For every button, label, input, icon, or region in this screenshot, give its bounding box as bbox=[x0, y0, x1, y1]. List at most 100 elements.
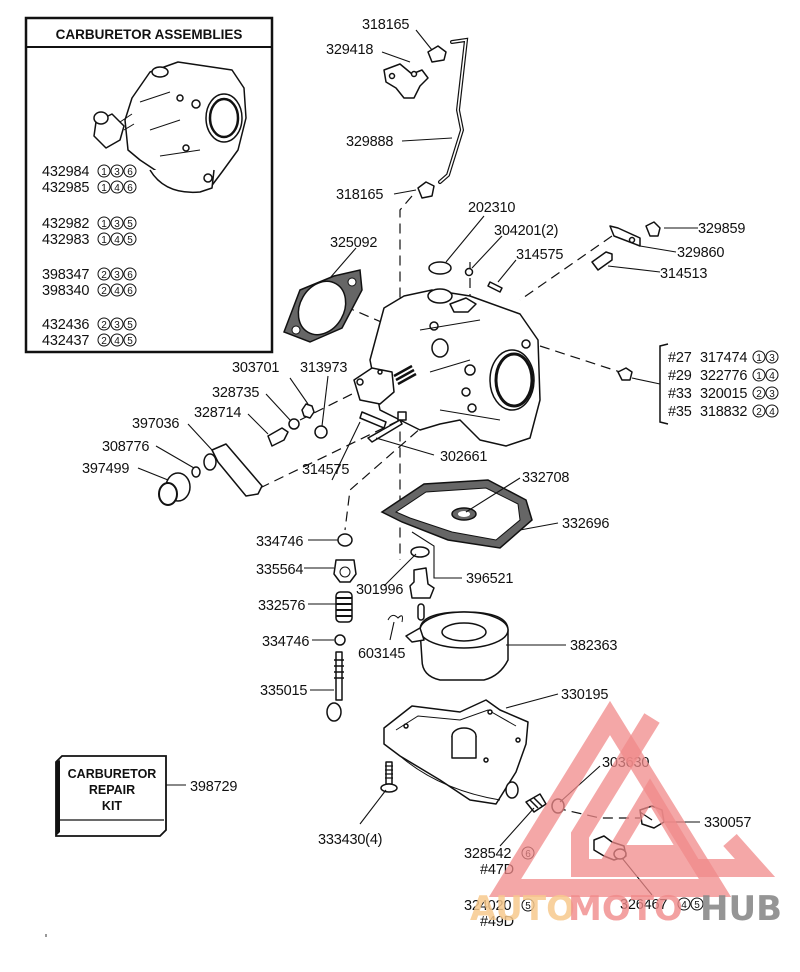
svg-text:KIT: KIT bbox=[102, 799, 123, 813]
left-small-parts bbox=[158, 403, 403, 506]
svg-text:1: 1 bbox=[756, 353, 762, 364]
assemblies-title: CARBURETOR ASSEMBLIES bbox=[56, 27, 243, 42]
svg-text:4: 4 bbox=[681, 900, 687, 911]
svg-text:4: 4 bbox=[769, 371, 775, 382]
part-397499-knob bbox=[158, 472, 191, 506]
part-397036-lever bbox=[211, 443, 263, 497]
svg-text:432437: 432437 bbox=[42, 333, 89, 349]
svg-text:5: 5 bbox=[127, 235, 133, 246]
jet-row: #33 320015 2 3 bbox=[668, 386, 779, 402]
svg-text:1: 1 bbox=[101, 219, 107, 230]
label-304201: 304201(2) bbox=[494, 223, 558, 239]
svg-text:4: 4 bbox=[114, 235, 120, 246]
label-301996: 301996 bbox=[356, 582, 403, 598]
svg-text:6: 6 bbox=[127, 183, 133, 194]
assembly-list: 432984 1 3 6 432985 1 4 6 432982 1 3 5 4… bbox=[42, 164, 137, 349]
svg-text:3: 3 bbox=[114, 219, 120, 230]
part-302661-screw bbox=[367, 419, 403, 443]
label-328735: 328735 bbox=[212, 385, 259, 401]
label-328542: 328542 bbox=[464, 846, 511, 862]
part-202310-plug bbox=[428, 261, 452, 275]
part-328714-screw bbox=[267, 427, 289, 447]
svg-text:4: 4 bbox=[114, 336, 120, 347]
label-324020-size: #49D bbox=[480, 914, 514, 930]
part-325092-flange-gasket bbox=[283, 269, 363, 343]
stray-mark bbox=[45, 934, 47, 937]
label-397499: 397499 bbox=[82, 461, 129, 477]
label-329859: 329859 bbox=[698, 221, 745, 237]
jet-row: #35 318832 2 4 bbox=[668, 404, 779, 420]
label-397036: 397036 bbox=[132, 416, 179, 432]
label-330057: 330057 bbox=[704, 815, 751, 831]
part-396521-needle-seat bbox=[409, 567, 435, 599]
jets-bracket: #27 317474 1 3 #29 322776 1 4 #33 320015… bbox=[631, 343, 779, 425]
part-330195-float-bowl bbox=[383, 699, 529, 805]
part-303701-lockwasher bbox=[301, 403, 315, 419]
svg-text:5: 5 bbox=[127, 336, 133, 347]
part-329418-bracket bbox=[383, 63, 429, 99]
svg-text:5: 5 bbox=[127, 320, 133, 331]
label-332576: 332576 bbox=[258, 598, 305, 614]
repair-kit-box: CARBURETOR REPAIR KIT bbox=[55, 755, 167, 837]
label-329888: 329888 bbox=[346, 134, 393, 150]
assembly-row: 432437 2 4 5 bbox=[42, 333, 137, 349]
svg-text:3: 3 bbox=[769, 353, 775, 364]
label-329418: 329418 bbox=[326, 42, 373, 58]
watermark-auto: AUTO bbox=[470, 889, 575, 929]
label-324020: 324020 bbox=[464, 898, 511, 914]
part-308776-oring bbox=[191, 466, 201, 478]
label-314513: 314513 bbox=[660, 266, 707, 282]
svg-text:5: 5 bbox=[127, 219, 133, 230]
part-329860-plate bbox=[609, 225, 641, 247]
part-329859-screw bbox=[645, 221, 661, 237]
svg-text:2: 2 bbox=[756, 407, 762, 418]
svg-text:432982: 432982 bbox=[42, 216, 89, 232]
label-328714: 328714 bbox=[194, 405, 241, 421]
svg-text:4: 4 bbox=[769, 407, 775, 418]
label-334746-a: 334746 bbox=[256, 534, 303, 550]
svg-text:432985: 432985 bbox=[42, 180, 89, 196]
label-202310: 202310 bbox=[468, 200, 515, 216]
part-318165-bottom-nut bbox=[417, 181, 435, 199]
svg-text:432984: 432984 bbox=[42, 164, 89, 180]
svg-text:CARBURETOR: CARBURETOR bbox=[68, 767, 157, 781]
part-335015-mixture-screw bbox=[326, 651, 344, 722]
jet-row: #29 322776 1 4 bbox=[668, 368, 779, 384]
label-332708: 332708 bbox=[522, 470, 569, 486]
label-314575-mid: 314575 bbox=[302, 462, 349, 478]
float-parts bbox=[387, 546, 509, 681]
part-334746-washer-a bbox=[337, 533, 353, 547]
svg-text:2: 2 bbox=[101, 320, 107, 331]
svg-text:1: 1 bbox=[101, 183, 107, 194]
svg-text:#27: #27 bbox=[668, 350, 692, 366]
svg-text:6: 6 bbox=[127, 270, 133, 281]
svg-text:3: 3 bbox=[769, 389, 775, 400]
svg-text:322776: 322776 bbox=[700, 368, 747, 384]
svg-text:6: 6 bbox=[127, 286, 133, 297]
assembly-illustration bbox=[93, 61, 247, 194]
svg-text:2: 2 bbox=[756, 389, 762, 400]
svg-text:5: 5 bbox=[525, 901, 531, 912]
svg-text:4: 4 bbox=[114, 183, 120, 194]
watermark-moto: MOTO bbox=[568, 889, 683, 929]
svg-text:2: 2 bbox=[101, 336, 107, 347]
part-333430-screw bbox=[380, 761, 398, 793]
label-333430: 333430(4) bbox=[318, 832, 382, 848]
label-396521: 396521 bbox=[466, 571, 513, 587]
label-335015: 335015 bbox=[260, 683, 307, 699]
label-318165-bottom: 318165 bbox=[336, 187, 383, 203]
part-304201-ball bbox=[464, 267, 474, 277]
svg-text:1: 1 bbox=[101, 167, 107, 178]
assembly-row: 432985 1 4 6 bbox=[42, 180, 137, 196]
svg-text:5: 5 bbox=[694, 900, 700, 911]
svg-text:REPAIR: REPAIR bbox=[89, 783, 135, 797]
svg-text:#33: #33 bbox=[668, 386, 692, 402]
part-328735-washer bbox=[288, 418, 300, 430]
svg-text:1: 1 bbox=[101, 235, 107, 246]
label-332696: 332696 bbox=[562, 516, 609, 532]
part-314575-pin-top bbox=[487, 281, 503, 293]
label-314575-top: 314575 bbox=[516, 247, 563, 263]
leader-lines bbox=[137, 29, 700, 896]
label-398729: 398729 bbox=[190, 779, 237, 795]
label-335564: 335564 bbox=[256, 562, 303, 578]
